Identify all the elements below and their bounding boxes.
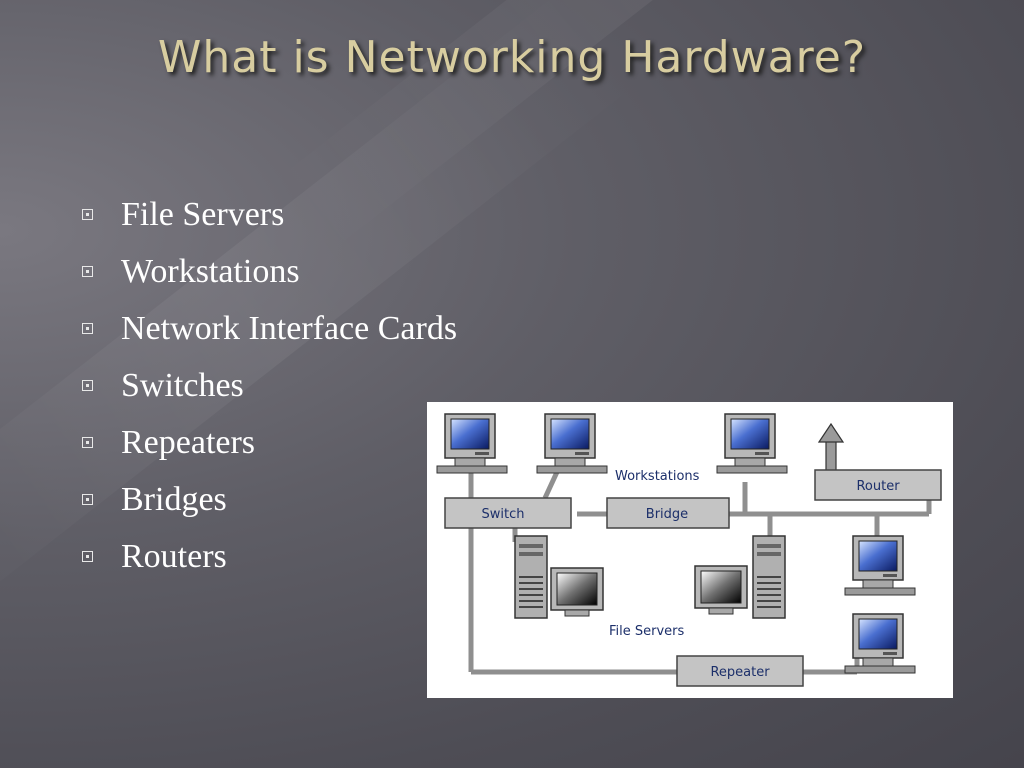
router-label: Router: [856, 479, 900, 494]
repeater-box: [676, 655, 804, 687]
workstation-icon: [436, 413, 508, 474]
bullet-item: Workstations: [82, 243, 457, 300]
bridge-label: Bridge: [646, 507, 688, 522]
bullet-item: Bridges: [82, 471, 457, 528]
workstation-icon: [536, 413, 608, 474]
bullet-item: Routers: [82, 528, 457, 585]
workstations-label: Workstations: [615, 469, 700, 484]
bullet-icon: [82, 437, 93, 448]
bullet-icon: [82, 209, 93, 220]
workstation-icon: [844, 535, 916, 596]
bullet-text: Workstations: [121, 252, 300, 290]
bullet-text: Bridges: [121, 480, 227, 518]
file-servers-label: File Servers: [609, 624, 685, 639]
switch-box: [444, 497, 572, 529]
bullet-icon: [82, 323, 93, 334]
server-tower-icon: [752, 535, 786, 619]
bullet-text: Network Interface Cards: [121, 309, 458, 347]
server-tower-icon: [514, 535, 548, 619]
monitor-icon: [694, 565, 748, 615]
workstation-icon: [716, 413, 788, 474]
bullet-item: File Servers: [82, 186, 457, 243]
bullet-item: Switches: [82, 357, 457, 414]
bullet-list: File Servers Workstations Network Interf…: [82, 186, 457, 585]
repeater-label: Repeater: [710, 665, 770, 680]
slide-title: What is Networking Hardware?: [157, 32, 867, 83]
bullet-text: Switches: [121, 366, 244, 404]
bullet-item: Repeaters: [82, 414, 457, 471]
switch-label: Switch: [482, 507, 525, 522]
router-arrow-icon: [817, 422, 845, 475]
network-diagram: Workstations Router Switch Bridge File S…: [427, 402, 953, 698]
bridge-box: [606, 497, 730, 529]
bullet-text: Repeaters: [121, 423, 256, 461]
bullet-text: Routers: [121, 537, 227, 575]
bullet-icon: [82, 380, 93, 391]
bullet-item: Network Interface Cards: [82, 300, 457, 357]
bullet-icon: [82, 494, 93, 505]
router-box: [814, 469, 942, 501]
bullet-text: File Servers: [121, 195, 285, 233]
bullet-icon: [82, 551, 93, 562]
bullet-icon: [82, 266, 93, 277]
monitor-icon: [550, 567, 604, 617]
network-diagram-svg: Workstations Router Switch Bridge File S…: [436, 413, 942, 687]
